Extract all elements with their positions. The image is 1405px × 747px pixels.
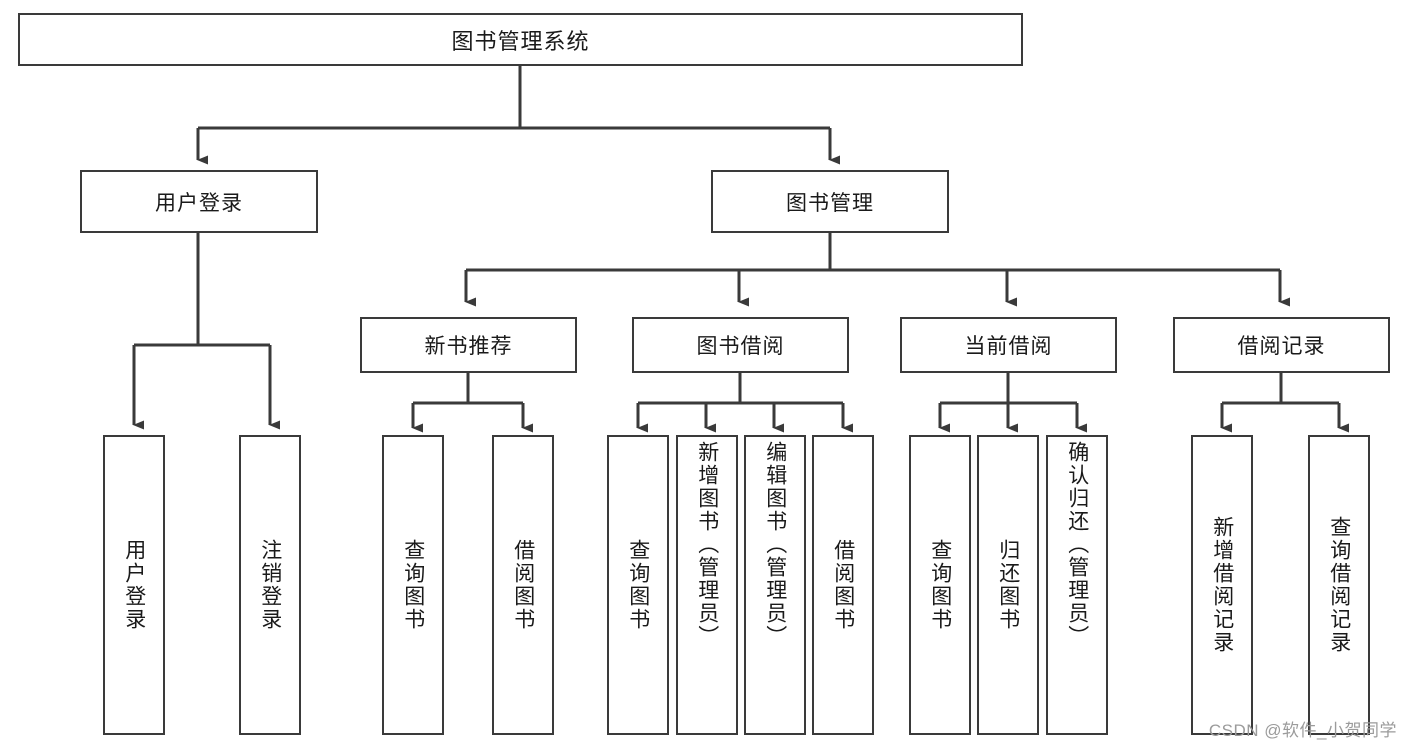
leaf-current-borrow-query[interactable]: 查询图书: [909, 435, 971, 735]
leaf-user-login-signin[interactable]: 用户登录: [103, 435, 165, 735]
leaf-new-book-borrow[interactable]: 借阅图书: [492, 435, 554, 735]
node-book-borrow[interactable]: 图书借阅: [632, 317, 849, 373]
leaf-label: 查询图书: [401, 539, 425, 631]
node-book-management[interactable]: 图书管理: [711, 170, 949, 233]
leaf-label: 归还图书: [996, 539, 1020, 631]
leaf-book-borrow-query[interactable]: 查询图书: [607, 435, 669, 735]
node-label: 图书管理: [786, 191, 874, 215]
leaf-borrow-record-add[interactable]: 新增借阅记录: [1191, 435, 1253, 735]
leaf-label: 查询借阅记录: [1327, 516, 1351, 654]
node-new-book-recommend[interactable]: 新书推荐: [360, 317, 577, 373]
node-label: 新书推荐: [424, 335, 513, 358]
leaf-label: 新增图书（管理员）: [695, 441, 719, 648]
leaf-new-book-query[interactable]: 查询图书: [382, 435, 444, 735]
node-current-borrow[interactable]: 当前借阅: [900, 317, 1117, 373]
leaf-user-login-signout[interactable]: 注销登录: [239, 435, 301, 735]
leaf-label: 查询图书: [626, 539, 650, 631]
leaf-book-borrow-edit[interactable]: 编辑图书（管理员）: [744, 435, 806, 735]
leaf-book-borrow-add[interactable]: 新增图书（管理员）: [676, 435, 738, 735]
leaf-label: 查询图书: [928, 539, 952, 631]
node-root-book-management-system[interactable]: 图书管理系统: [18, 13, 1023, 66]
leaf-current-borrow-confirm-return[interactable]: 确认归还（管理员）: [1046, 435, 1108, 735]
node-label: 借阅记录: [1237, 335, 1326, 358]
node-borrow-record[interactable]: 借阅记录: [1173, 317, 1390, 373]
node-label: 当前借阅: [964, 335, 1053, 358]
node-label: 图书借阅: [696, 335, 785, 358]
leaf-label: 确认归还（管理员）: [1065, 441, 1089, 648]
node-label: 用户登录: [155, 191, 243, 215]
leaf-current-borrow-return[interactable]: 归还图书: [977, 435, 1039, 735]
leaf-borrow-record-query[interactable]: 查询借阅记录: [1308, 435, 1370, 735]
watermark-text: CSDN @软件_小贺同学: [1208, 721, 1397, 740]
node-user-login[interactable]: 用户登录: [80, 170, 318, 233]
node-label: 图书管理系统: [451, 28, 590, 54]
leaf-label: 新增借阅记录: [1210, 516, 1234, 654]
leaf-label: 注销登录: [258, 539, 282, 631]
leaf-label: 借阅图书: [511, 539, 535, 631]
leaf-book-borrow-borrow[interactable]: 借阅图书: [812, 435, 874, 735]
leaf-label: 编辑图书（管理员）: [763, 441, 787, 648]
leaf-label: 用户登录: [122, 539, 146, 631]
leaf-label: 借阅图书: [831, 539, 855, 631]
